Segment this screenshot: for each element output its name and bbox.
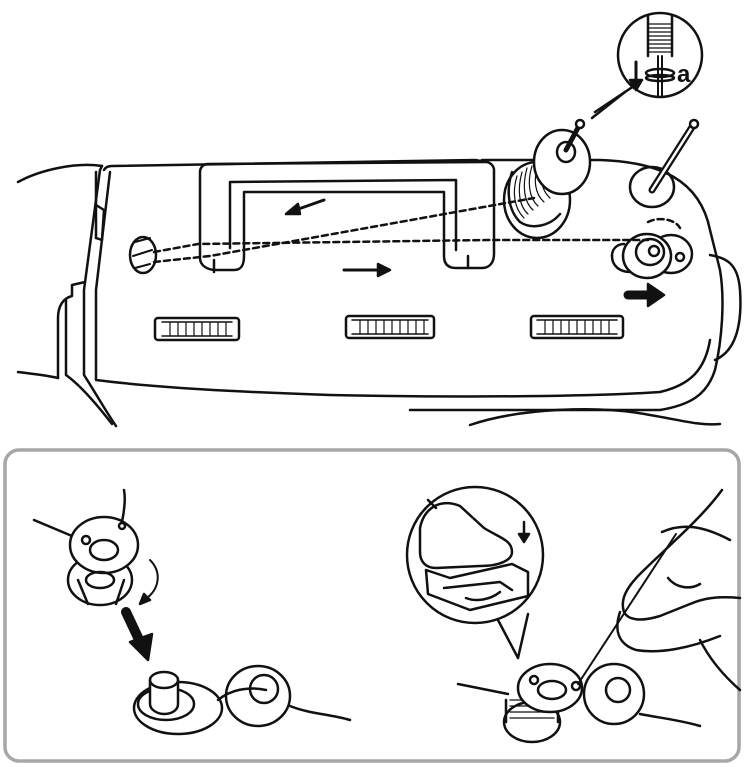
step-place-bobbin: [32, 488, 352, 736]
steps-panel: [3, 448, 741, 763]
felt-down-arrow: [628, 78, 644, 92]
push-bobbin-right-arrow: [623, 282, 666, 308]
step-press-foot-control: [405, 485, 742, 744]
horizontal-spool-pin: [628, 118, 700, 209]
callout-label: a: [677, 61, 691, 88]
foot-control-callout: [405, 485, 545, 660]
stopper: [224, 664, 352, 728]
machine-body-outline: [82, 164, 118, 428]
bobbin-on-shaft: [456, 662, 702, 744]
thread-direction-right-arrow: [342, 262, 392, 278]
dial-left: [153, 316, 241, 342]
rotation-arrow: [138, 559, 159, 606]
carry-handle: [198, 160, 496, 274]
thread-direction-left-arrow: [284, 198, 326, 216]
bobbin-winder-shaft: [610, 232, 694, 280]
dial-middle: [344, 314, 436, 340]
felt-callout: a: [590, 11, 704, 120]
spool-of-thread: [502, 118, 592, 240]
thread-guide: [128, 235, 158, 275]
foot-control: [424, 562, 530, 612]
stitch-selector-dials: [153, 314, 625, 342]
bobbin: [32, 488, 140, 607]
push-down-arrow: [121, 607, 154, 662]
winder-shaft-base: [132, 670, 268, 736]
machine-left-arm: [16, 163, 104, 184]
dial-right: [529, 314, 625, 340]
thread-path: [152, 196, 682, 264]
fingers-holding-thread: [577, 488, 742, 692]
